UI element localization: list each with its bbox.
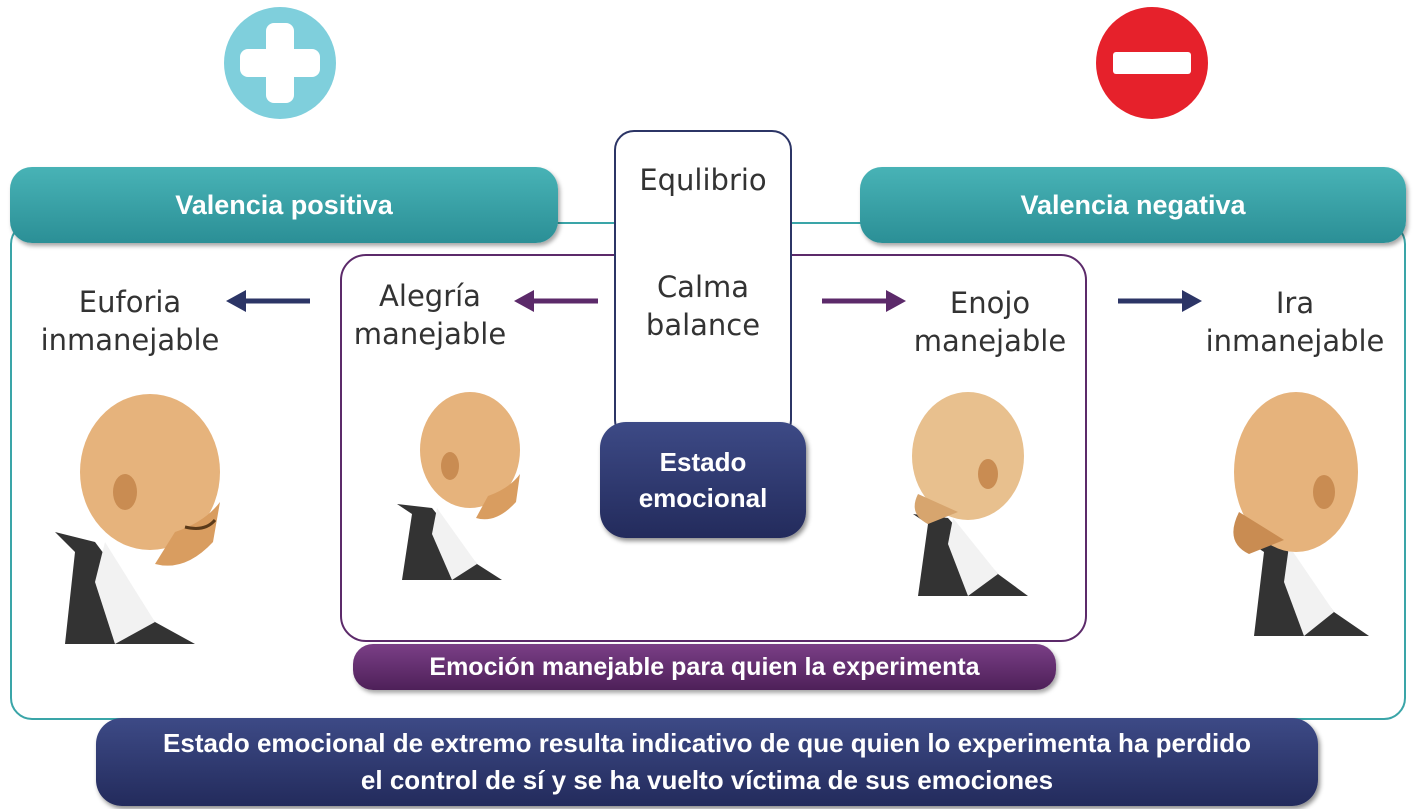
state-line1: Estado xyxy=(659,447,747,477)
calm-balance-label: Calma balance xyxy=(614,268,792,344)
anger-line2: manejable xyxy=(913,324,1067,358)
euphoria-line2: inmanejable xyxy=(40,323,220,357)
joy-label: Alegría manejable xyxy=(340,277,520,353)
negative-valence-label: Valencia negativa xyxy=(860,167,1406,243)
euphoria-label: Euforia inmanejable xyxy=(20,283,240,359)
positive-valence-label: Valencia positiva xyxy=(10,167,558,243)
arrow-left-icon xyxy=(226,290,310,312)
euphoric-face-illustration xyxy=(55,394,220,644)
emotional-state-box: Estado emocional xyxy=(600,422,806,538)
euphoria-line1: Euforia xyxy=(78,285,182,319)
plus-icon xyxy=(224,7,336,119)
rage-line1: Ira xyxy=(1275,286,1315,320)
footer-line2: el control de sí y se ha vuelto víctima … xyxy=(360,765,1054,795)
manageable-emotion-label: Emoción manejable para quien la experime… xyxy=(353,644,1056,690)
anger-face-illustration xyxy=(912,392,1028,596)
arrow-right-icon xyxy=(822,290,906,312)
footer-line1: Estado emocional de extremo resulta indi… xyxy=(163,728,1251,758)
joy-face-illustration xyxy=(397,392,520,580)
rage-face-illustration xyxy=(1233,392,1369,636)
arrow-left-icon xyxy=(514,290,598,312)
equilibrium-frame xyxy=(614,130,792,440)
rage-line2: inmanejable xyxy=(1205,324,1385,358)
anger-line1: Enojo xyxy=(949,286,1031,320)
arrow-right-icon xyxy=(1118,290,1202,312)
balance-label: balance xyxy=(645,308,761,342)
footer-banner: Estado emocional de extremo resulta indi… xyxy=(96,718,1318,806)
state-line2: emocional xyxy=(638,483,768,513)
calm-label: Calma xyxy=(656,270,750,304)
joy-line2: manejable xyxy=(353,317,507,351)
equilibrium-label: Equlibrio xyxy=(639,163,767,197)
rage-label: Ira inmanejable xyxy=(1190,284,1400,360)
joy-line1: Alegría xyxy=(379,279,481,313)
anger-label: Enojo manejable xyxy=(900,284,1080,360)
minus-icon xyxy=(1096,7,1208,119)
